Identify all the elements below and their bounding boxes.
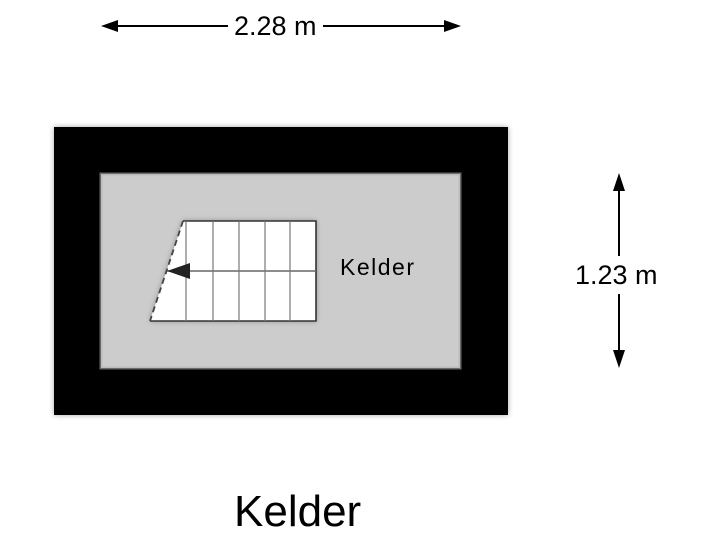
stair-direction-arrow-icon — [167, 263, 190, 279]
arrow-up-icon — [613, 173, 625, 191]
staircase-lines — [149, 220, 317, 322]
width-dimension-label: 2.28 m — [228, 11, 323, 41]
height-dimension-label: 1.23 m — [569, 256, 664, 294]
floor-title: Kelder — [234, 487, 362, 536]
room-label: Kelder — [340, 254, 416, 280]
arrow-down-icon — [613, 350, 625, 368]
arrow-left-icon — [101, 20, 118, 32]
arrow-right-icon — [444, 20, 461, 32]
